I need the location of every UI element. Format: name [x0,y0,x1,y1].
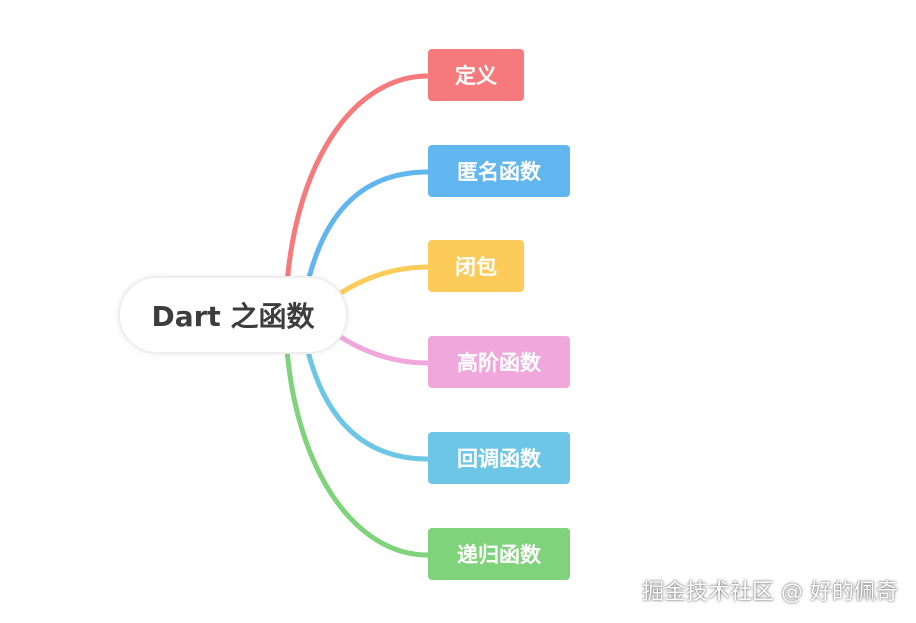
connector-branch-6 [283,331,431,558]
connector-branch-5 [301,331,431,462]
connector-branch-4 [333,331,431,366]
connector-branch-1 [283,73,431,303]
root-node-label: Dart 之函数 [151,300,315,333]
branch-node-label: 定义 [455,64,497,88]
root-node[interactable]: Dart 之函数 [118,276,348,354]
branch-node-anonymous-function[interactable]: 匿名函数 [428,145,570,197]
branch-node-label: 递归函数 [457,543,541,567]
connector-branch-3 [333,264,431,299]
branch-node-label: 闭包 [455,255,497,279]
branch-node-callback-function[interactable]: 回调函数 [428,432,570,484]
branch-node-recursive-function[interactable]: 递归函数 [428,528,570,580]
branch-node-label: 回调函数 [457,447,541,471]
connector-branch-2 [301,169,431,303]
branch-node-label: 匿名函数 [457,160,541,184]
watermark-text: 掘金技术社区 @ 好的佩奇 [642,580,898,605]
branch-node-label: 高阶函数 [457,351,541,375]
branch-node-closure[interactable]: 闭包 [428,240,524,292]
branch-node-higher-order-function[interactable]: 高阶函数 [428,336,570,388]
branch-node-definition[interactable]: 定义 [428,49,524,101]
